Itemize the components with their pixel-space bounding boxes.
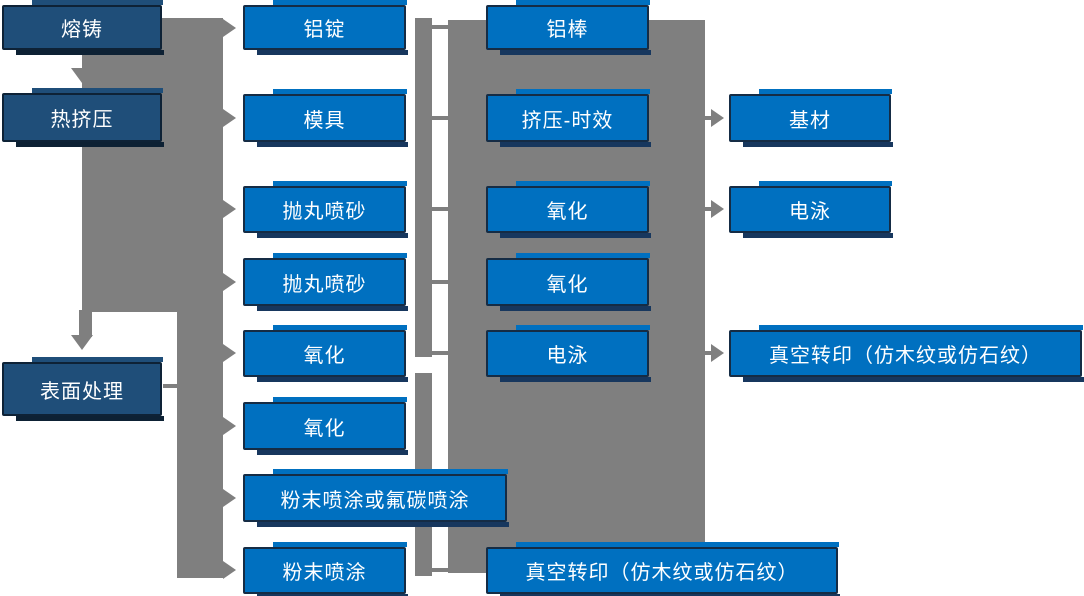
arrow-to-powder-fluoro-icon [223,489,236,507]
node-aluminum-ingot: 铝锭 [243,0,408,55]
node-extrusion-aging: 挤压-时效 [486,89,651,147]
arrow-to-oxidation-a-icon [223,344,236,362]
down-arrow-to-hot-extrusion-icon [71,68,93,83]
connector-collector-bar-top [415,18,432,357]
arrow-to-aluminum-ingot-icon [223,19,236,37]
connector-link-extrusion-aging [432,116,448,120]
connector-shaft-base-material [705,116,713,120]
node-electrophoresis-2: 电泳 [729,181,893,238]
arrow-to-shot-blast-2-icon [223,273,236,291]
connector-shaft-electrophoresis [705,207,713,211]
node-shot-blast-sandblast-2: 抛丸喷砂 [243,253,408,311]
connector-link-vacuum-transfer [432,568,448,572]
arrow-to-base-material-icon [711,109,724,127]
node-hot-extrusion: 热挤压 [2,88,164,147]
node-mold: 模具 [243,89,408,147]
arrow-to-oxidation-b-icon [223,417,236,435]
node-oxidation-d: 氧化 [486,253,651,311]
arrow-to-vacuum-transfer-icon [711,344,724,362]
connector-link-oxidation-d [432,280,448,284]
down-arrow-to-surface-treatment-icon [71,335,93,350]
arrow-to-powder-coating-icon [223,561,236,579]
node-powder-or-fluorocarbon-coating: 粉末喷涂或氟碳喷涂 [243,469,509,527]
node-base-material: 基材 [729,89,893,147]
node-vacuum-transfer-print-1: 真空转印（仿木纹或仿石纹） [486,542,840,596]
node-electrophoresis-1: 电泳 [486,325,651,382]
node-vacuum-transfer-print-2: 真空转印（仿木纹或仿石纹） [729,325,1084,382]
node-shot-blast-sandblast-1: 抛丸喷砂 [243,181,408,238]
node-powder-coating: 粉末喷涂 [243,542,408,596]
connector-link-electrophoresis [432,351,448,355]
arrow-to-mold-icon [223,109,236,127]
connector-surface-treatment-link [163,384,179,388]
node-surface-treatment: 表面处理 [2,357,164,421]
connector-stage-lower-slab [177,312,223,578]
node-oxidation-a: 氧化 [243,325,408,382]
arrow-to-shot-blast-1-icon [223,200,236,218]
connector-link-oxidation-c [432,207,448,211]
connector-down-shaft [79,310,92,337]
connector-link-aluminum-rod [432,25,448,29]
connector-stage-slab [82,18,223,312]
node-aluminum-rod: 铝棒 [486,0,651,55]
arrow-to-electrophoresis-icon [711,200,724,218]
node-oxidation-c: 氧化 [486,181,651,238]
node-melt-casting: 熔铸 [2,0,164,55]
connector-shaft-vacuum-transfer [705,351,713,355]
node-oxidation-b: 氧化 [243,397,408,455]
